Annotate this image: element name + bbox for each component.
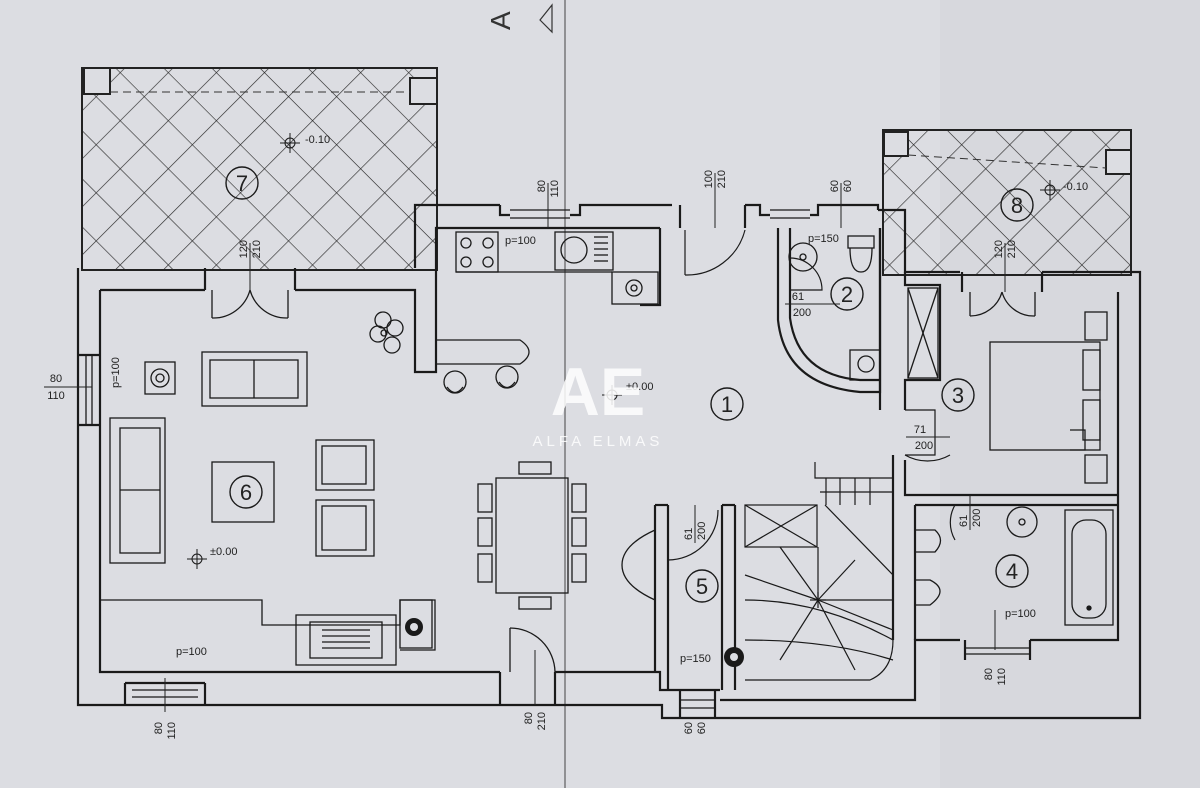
bedroom-furniture	[907, 287, 1108, 484]
svg-text:210: 210	[1006, 240, 1018, 258]
svg-text:110: 110	[549, 180, 561, 198]
svg-text:60: 60	[842, 180, 854, 192]
internal-doors	[667, 257, 956, 561]
room-1-label: 1	[721, 392, 733, 417]
svg-text:60: 60	[829, 180, 841, 192]
svg-text:61: 61	[792, 291, 804, 303]
parapet-living-left: p=100	[110, 357, 122, 388]
svg-text:210: 210	[536, 712, 548, 730]
parapet-bath: p=100	[1005, 608, 1036, 620]
svg-text:60: 60	[683, 722, 695, 734]
room-5-label: 5	[696, 574, 708, 599]
svg-text:80: 80	[50, 373, 62, 385]
watermark-logo: AE ALFA ELMAS	[533, 354, 664, 450]
wc-fixtures	[788, 235, 881, 381]
bath-fixtures	[915, 506, 1114, 626]
room-3-label: 3	[952, 383, 964, 408]
level-living: ±0.00	[210, 546, 237, 558]
svg-text:200: 200	[971, 509, 983, 527]
parapet-living-bottom: p=100	[176, 646, 207, 658]
svg-text:61: 61	[958, 515, 970, 527]
svg-text:120: 120	[993, 240, 1005, 258]
svg-text:200: 200	[696, 522, 708, 540]
section-marker-triangle	[539, 3, 553, 34]
svg-text:120: 120	[238, 240, 250, 258]
dining-table	[477, 461, 587, 610]
dim-door-entry: 80 210	[523, 650, 548, 730]
living-furniture	[100, 351, 436, 666]
level-terrace-left: -0.10	[305, 134, 330, 146]
svg-text:80: 80	[153, 722, 165, 734]
svg-text:110: 110	[166, 722, 178, 740]
dim-win-bath-bottom: 80 110	[983, 610, 1008, 686]
dim-door-bath: 61 200	[958, 495, 983, 530]
svg-text:80: 80	[983, 668, 995, 680]
svg-text:200: 200	[915, 440, 933, 452]
interior-walls	[653, 228, 1118, 690]
outer-walls	[76, 203, 1142, 720]
top-wall	[498, 203, 880, 276]
chimney-icon	[730, 653, 738, 661]
dim-door-bedroom: 71 200	[906, 424, 950, 452]
parapet-storage: p=150	[680, 653, 711, 665]
level-terrace-right: -0.10	[1063, 181, 1088, 193]
svg-text:110: 110	[996, 668, 1008, 686]
level-markers	[187, 133, 1060, 569]
dim-door-storage: 61 200	[683, 505, 708, 543]
svg-text:100: 100	[703, 170, 715, 188]
watermark-text: ALFA ELMAS	[533, 433, 664, 450]
dim-win-wc-top: 60 60	[829, 180, 854, 228]
svg-text:60: 60	[696, 722, 708, 734]
svg-text:110: 110	[47, 390, 65, 402]
svg-text:61: 61	[683, 528, 695, 540]
dim-door-hall-top: 100 210	[703, 170, 728, 228]
watermark-logo-mark: AE	[551, 354, 645, 430]
svg-text:71: 71	[914, 424, 926, 436]
hall-wardrobe	[621, 529, 656, 601]
dim-door-terrace-right: 120 210	[993, 240, 1018, 292]
svg-text:200: 200	[793, 307, 811, 319]
chimney-icon	[410, 623, 418, 631]
room-4-label: 4	[1006, 559, 1018, 584]
room-circles	[225, 166, 1034, 603]
dim-win-living-bottom: 80 110	[153, 678, 178, 740]
room-8-label: 8	[1011, 193, 1023, 218]
svg-text:210: 210	[251, 240, 263, 258]
kitchen	[436, 231, 659, 394]
parapet-kitchen: p=100	[505, 235, 536, 247]
room-7-label: 7	[236, 171, 248, 196]
svg-text:80: 80	[536, 180, 548, 192]
terrace-7	[81, 67, 438, 271]
dim-door-wc: 61 200	[785, 291, 840, 319]
bedroom-terrace-door	[960, 272, 1044, 317]
svg-text:80: 80	[523, 712, 535, 724]
paper-fold	[940, 0, 1200, 788]
room-2-label: 2	[841, 282, 853, 307]
parapet-wc: p=150	[808, 233, 839, 245]
left-wall-window	[78, 353, 100, 427]
living-terrace-door	[203, 268, 297, 319]
section-marker-letter: A	[485, 11, 516, 30]
dim-door-terrace-left: 120 210	[238, 240, 263, 290]
dim-win-kitchen: 80 110	[536, 180, 561, 228]
svg-text:210: 210	[716, 170, 728, 188]
dim-win-storage-bottom: 60 60	[683, 722, 708, 734]
terrace-8	[882, 129, 1132, 276]
staircase	[744, 462, 894, 681]
level-hall: ±0.00	[626, 381, 653, 393]
plant-icon	[369, 311, 404, 354]
room-6-label: 6	[240, 480, 252, 505]
dim-win-living-left: 80 110	[44, 373, 92, 402]
